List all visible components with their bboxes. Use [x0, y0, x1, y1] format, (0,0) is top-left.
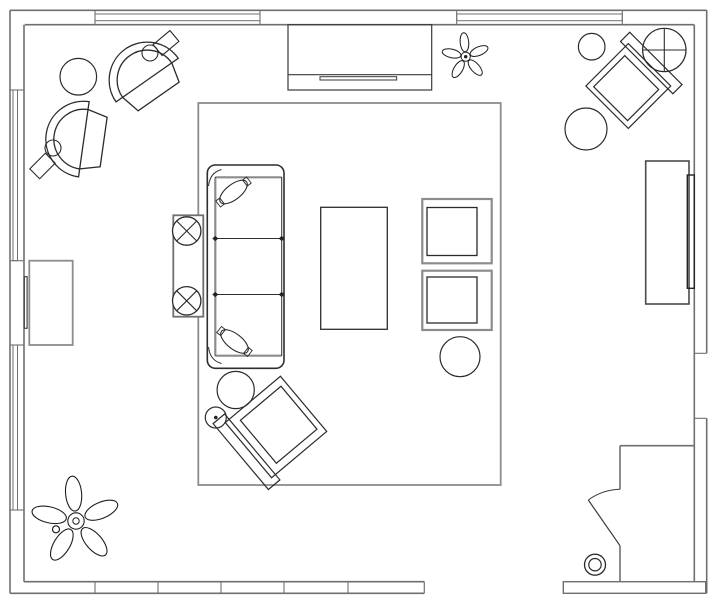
plant-large-hub-inner: [72, 517, 80, 525]
sofa-pillow-top: [219, 179, 248, 205]
sofa-corner-curl-top: [208, 169, 222, 187]
corner-armchair-seat: [592, 54, 660, 122]
rug-armchair-back: [212, 413, 281, 491]
floor-lamp-base: [204, 406, 227, 429]
sofa-pillow-bottom-knot-b: [242, 346, 253, 358]
sofa-divider-tick-3: [212, 291, 219, 298]
plant-small-leaf-1: [459, 32, 470, 53]
plant-large-leaf-5: [31, 505, 67, 525]
window-left-upper: [12, 89, 18, 262]
plant-small-leaf-5: [441, 48, 462, 59]
table-lamp-top-cross-b: [176, 220, 198, 242]
barrel-chair-b-cushion: [44, 139, 62, 157]
table-lamp-bottom-cross-b: [176, 290, 198, 312]
plant-large-leaf-4: [49, 528, 74, 561]
coffee-table: [320, 206, 388, 330]
window-top-left: [94, 13, 261, 22]
sideboard-right: [644, 160, 690, 305]
plant-small-leaf-2: [469, 45, 489, 57]
sofa-divider-tick-4: [278, 291, 285, 298]
side-table-below-chairs: [439, 336, 481, 378]
window-top-right: [456, 13, 623, 22]
fireplace-vent: [319, 76, 398, 81]
sofa-pillow-top-knot-b: [241, 176, 252, 187]
accent-chair-1-frame: [421, 197, 493, 265]
sofa-corner-curl-bottom: [208, 346, 222, 364]
corner-armchair-back: [619, 31, 683, 95]
entry-door-leaf: [587, 499, 621, 547]
corner-side-table: [59, 57, 98, 96]
corner-armchair-frame: [585, 42, 672, 130]
barrel-chair-b-seat: [78, 108, 108, 170]
sofa-pillow-top-knot-a: [215, 197, 226, 208]
rug-armchair-seat: [239, 385, 318, 465]
plant-large-leaf-1: [64, 475, 83, 512]
barrel-chair-b-footrest: [28, 152, 57, 180]
sofa-divider-tick-1: [212, 235, 219, 242]
plant-small-leaf-4: [451, 60, 465, 79]
plant-large-leaf-3: [80, 526, 108, 557]
door-stop-inner: [588, 557, 602, 572]
corner-stool-small: [577, 32, 606, 61]
accent-chair-1-seat: [426, 206, 478, 257]
accent-chair-2-frame: [421, 269, 493, 332]
corner-ottoman-large: [564, 107, 608, 151]
plant-large-hub-outer: [67, 512, 85, 530]
accent-chair-2-seat: [426, 276, 478, 324]
sideboard-right-window-strip: [686, 174, 695, 290]
wall-bottom-right-section: [562, 581, 707, 595]
sofa-pillow-bottom-knot-a: [216, 325, 227, 337]
rug-armchair-frame: [224, 375, 328, 479]
plant-large-leaf-2: [84, 499, 119, 521]
floor-lamp-dot: [214, 415, 218, 420]
sofa-body: [206, 164, 285, 370]
cabinet-left-strip: [23, 276, 28, 329]
door-stop-outer: [583, 553, 607, 576]
plant-small-hub-dot: [464, 55, 468, 59]
entry-door-swing-arc: [588, 488, 621, 501]
plant-large-berry: [51, 525, 61, 534]
barrel-chair-a-back: [108, 41, 180, 103]
barrel-chair-a-seat: [121, 61, 180, 112]
round-table-near-sofa: [216, 370, 255, 410]
cabinet-left: [28, 259, 74, 346]
plant-small-hub: [460, 51, 471, 62]
sofa-divider-tick-2: [278, 235, 285, 242]
barrel-chair-a-cushion: [141, 44, 159, 62]
sofa-pillow-bottom: [220, 329, 249, 354]
fireplace-body: [287, 24, 433, 91]
window-left-lower: [12, 344, 18, 511]
barrel-chair-b-back: [45, 100, 90, 178]
barrel-chair-a-footrest: [152, 29, 180, 57]
